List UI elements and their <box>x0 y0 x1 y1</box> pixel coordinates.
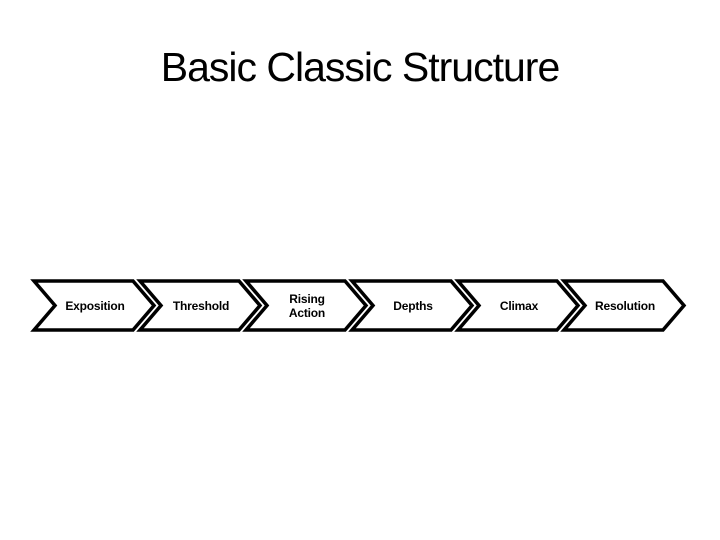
chevron-shape <box>242 279 369 332</box>
chevron-step-label: Depths <box>393 299 433 313</box>
chevron-shape <box>30 279 157 332</box>
chevron-step-resolution[interactable]: Resolution <box>560 279 687 332</box>
chevron-step-label: Threshold <box>173 299 229 313</box>
chevron-process-diagram: Exposition Threshold Rising Action Depth… <box>30 279 687 332</box>
chevron-step-label: Climax <box>500 299 539 313</box>
chevron-shape <box>454 279 581 332</box>
chevron-step-label: Exposition <box>65 299 124 313</box>
chevron-step-threshold[interactable]: Threshold <box>136 279 263 332</box>
chevron-step-exposition[interactable]: Exposition <box>30 279 157 332</box>
chevron-step-label: Resolution <box>595 299 655 313</box>
chevron-step-rising-action[interactable]: Rising Action <box>242 279 369 332</box>
chevron-step-climax[interactable]: Climax <box>454 279 581 332</box>
chevron-step-label-line1: Rising <box>289 292 324 306</box>
chevron-step-label-line2: Action <box>289 306 325 320</box>
slide-title: Basic Classic Structure <box>160 44 561 90</box>
chevron-shape <box>560 279 687 332</box>
chevron-shape <box>136 279 263 332</box>
chevron-shape <box>348 279 475 332</box>
chevron-step-depths[interactable]: Depths <box>348 279 475 332</box>
